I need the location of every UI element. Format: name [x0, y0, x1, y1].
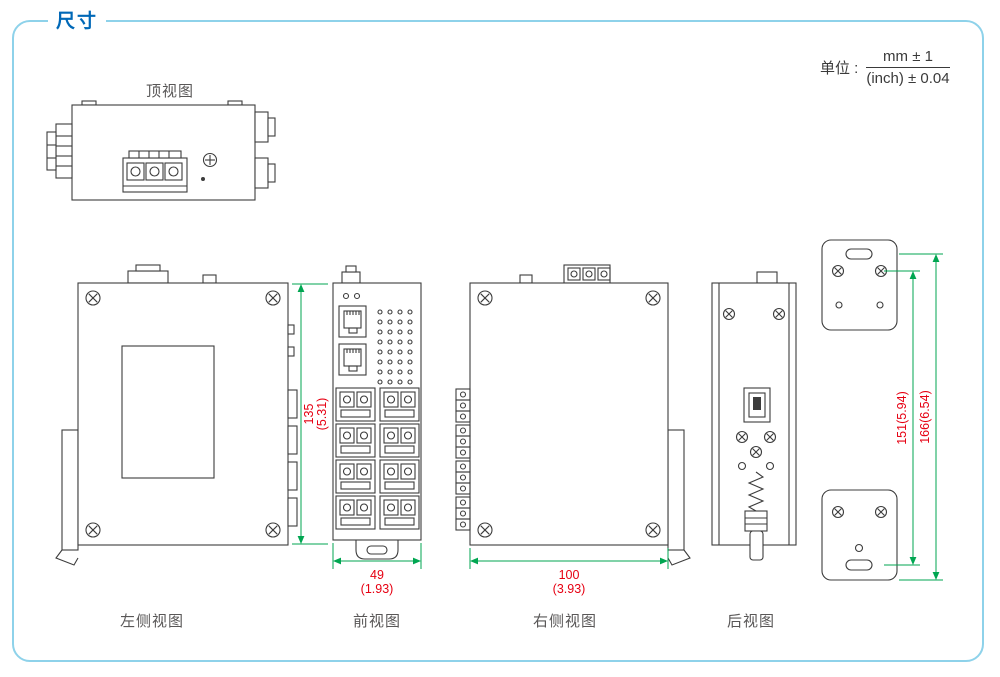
front-view-label: 前视图	[352, 613, 402, 630]
dim-bracket-hole-span: 151(5.94)	[895, 391, 909, 445]
page-title: 尺寸	[48, 6, 107, 33]
dimension-front-width-49: 49 (1.93)	[332, 543, 422, 596]
dim-right-width-mm: 100	[559, 568, 580, 582]
dim-height-inch: (5.31)	[315, 398, 329, 431]
front-view-drawing	[332, 265, 422, 560]
top-view-drawing	[46, 100, 276, 201]
unit-fraction: mm ± 1 (inch) ± 0.04	[866, 48, 950, 87]
rear-view-label: 后视图	[726, 613, 776, 630]
unit-mm-tolerance: mm ± 1	[866, 48, 950, 68]
mounting-bracket-top-drawing	[821, 239, 898, 331]
unit-note: 单位 : mm ± 1 (inch) ± 0.04	[820, 48, 950, 87]
dim-front-width-inch: (1.93)	[361, 582, 394, 596]
left-side-view-drawing	[55, 264, 298, 566]
unit-inch-tolerance: (inch) ± 0.04	[866, 70, 950, 87]
rear-view-drawing	[711, 271, 797, 561]
dim-right-width-inch: (3.93)	[553, 582, 586, 596]
dim-front-width-mm: 49	[370, 568, 384, 582]
page-frame-border	[12, 20, 984, 662]
top-view-label: 顶视图	[145, 83, 195, 100]
right-side-view-drawing	[455, 264, 691, 566]
dim-bracket-outer-span: 166(6.54)	[918, 390, 932, 444]
dimension-height-135: 135 (5.31)	[292, 283, 329, 545]
unit-label: 单位 :	[820, 60, 859, 77]
dimension-bracket-outer-span-166: 166(6.54)	[899, 253, 943, 581]
dimension-right-width-100: 100 (3.93)	[469, 548, 669, 596]
left-view-label: 左侧视图	[119, 613, 185, 630]
dimension-bracket-hole-span-151: 151(5.94)	[884, 270, 920, 566]
mounting-bracket-bottom-drawing	[821, 489, 898, 581]
dim-height-mm: 135	[302, 404, 316, 425]
right-view-label: 右侧视图	[532, 613, 598, 630]
